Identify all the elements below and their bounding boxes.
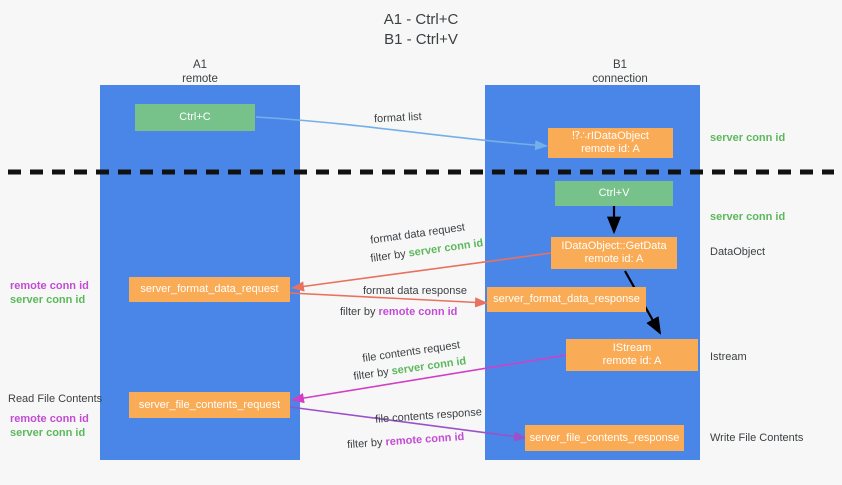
- box-idataobject[interactable]: ⁉∴rIDataObject remote id: A: [548, 128, 673, 158]
- filter-by-text-2: filter by: [340, 306, 376, 318]
- page-title: A1 - Ctrl+C B1 - Ctrl+V: [0, 10, 842, 50]
- box-getdata-line1: IDataObject::GetData: [561, 240, 667, 252]
- annotation-format-data-response-filter: filter by remote conn id: [340, 305, 457, 319]
- annotation-format-data-response: format data response: [363, 285, 467, 297]
- box-server-file-contents-request[interactable]: server_file_contents_request: [129, 392, 290, 418]
- box-istream[interactable]: IStream remote id: A: [566, 339, 698, 371]
- column-a1-name: A1: [192, 59, 208, 71]
- box-ctrl-v[interactable]: Ctrl+V: [555, 181, 673, 206]
- column-b1-name: B1: [612, 59, 628, 71]
- arrow-format-data-response: [289, 292, 488, 308]
- right-label-istream: Istream: [710, 351, 747, 363]
- box-istream-line1: IStream: [612, 342, 652, 354]
- column-a1-sub: remote: [182, 73, 218, 85]
- title-line-1: A1 - Ctrl+C: [383, 11, 459, 28]
- box-istream-line2: remote id: A: [602, 355, 662, 367]
- right-label-server-conn-id-top: server conn id: [710, 132, 786, 144]
- box-server-format-data-response-label: server_format_data_response: [493, 293, 640, 305]
- right-label-dataobject: DataObject: [710, 246, 766, 258]
- annotation-format-list: format list: [373, 110, 422, 126]
- arrow-file-contents-response: [289, 406, 527, 442]
- box-server-file-contents-request-label: server_file_contents_request: [138, 398, 281, 411]
- box-getdata-line2: remote id: A: [584, 253, 644, 265]
- box-server-format-data-response[interactable]: server_format_data_response: [487, 287, 646, 312]
- arrow-format-data-request: [291, 252, 552, 292]
- arrow-format-list: [255, 116, 548, 151]
- filter-value-remote-conn-id-1: remote conn id: [378, 306, 458, 318]
- box-ctrl-v-label: Ctrl+V: [598, 187, 630, 199]
- column-b1-sub: connection: [592, 73, 648, 85]
- box-server-file-contents-response[interactable]: server_file_contents_response: [525, 425, 684, 451]
- box-ctrl-c-label: Ctrl+C: [179, 111, 211, 123]
- left-label-remote-conn-id-2: remote conn id: [10, 413, 89, 425]
- left-label-server-conn-id-2: server conn id: [10, 427, 86, 439]
- left-label-remote-conn-id-1: remote conn id: [10, 280, 89, 292]
- column-header-a1: A1 remote: [120, 58, 280, 86]
- box-idataobject-line1: ⁉∴rIDataObject: [572, 130, 649, 142]
- filter-by-text-4: filter by: [346, 436, 383, 452]
- box-server-format-data-request-label: server_format_data_request: [140, 283, 279, 295]
- box-ctrl-c[interactable]: Ctrl+C: [135, 104, 255, 131]
- box-server-format-data-request[interactable]: server_format_data_request: [129, 277, 290, 302]
- column-header-b1: B1 connection: [540, 58, 700, 86]
- left-label-server-conn-id-1: server conn id: [10, 294, 86, 306]
- right-label-write-file-contents: Write File Contents: [710, 432, 804, 444]
- arrow-file-contents-request: [291, 354, 568, 404]
- box-idataobject-line2: remote id: A: [581, 143, 640, 155]
- box-server-file-contents-response-label: server_file_contents_response: [529, 431, 680, 444]
- left-label-read-file-contents: Read File Contents: [8, 393, 103, 405]
- right-label-server-conn-id-mid: server conn id: [710, 211, 786, 223]
- title-line-2: B1 - Ctrl+V: [384, 31, 458, 48]
- box-idataobject-getdata[interactable]: IDataObject::GetData remote id: A: [551, 237, 677, 269]
